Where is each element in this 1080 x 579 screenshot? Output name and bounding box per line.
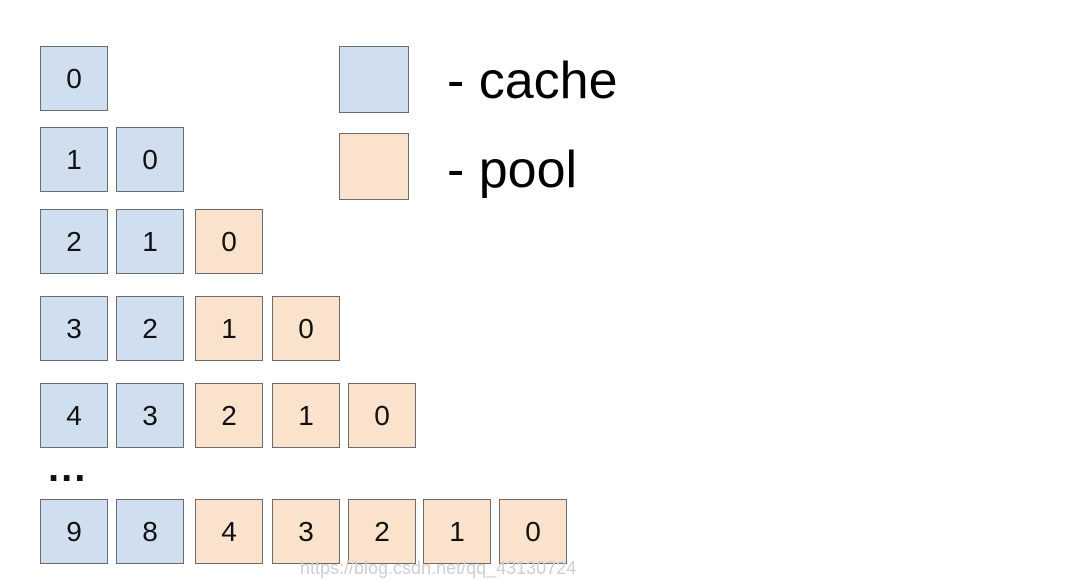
- cell-pool: 4: [195, 499, 263, 564]
- cell-pool: 0: [499, 499, 567, 564]
- cell-pool: 2: [348, 499, 416, 564]
- legend-cache-swatch: [339, 46, 409, 113]
- cell-pool: 1: [423, 499, 491, 564]
- cell-pool: 0: [272, 296, 340, 361]
- legend-pool-swatch: [339, 133, 409, 200]
- cell-cache: 3: [116, 383, 184, 448]
- cell-pool: 1: [272, 383, 340, 448]
- cell-cache: 0: [40, 46, 108, 111]
- cell-pool: 1: [195, 296, 263, 361]
- cell-pool: 2: [195, 383, 263, 448]
- legend-cache-label: - cache: [447, 52, 618, 110]
- ellipsis: ...: [48, 446, 88, 490]
- cell-pool: 3: [272, 499, 340, 564]
- cell-cache: 1: [40, 127, 108, 192]
- legend-pool-label: - pool: [447, 141, 578, 199]
- cell-cache: 0: [116, 127, 184, 192]
- cell-cache: 2: [116, 296, 184, 361]
- cell-cache: 1: [116, 209, 184, 274]
- cell-cache: 2: [40, 209, 108, 274]
- cell-cache: 3: [40, 296, 108, 361]
- cell-pool: 0: [195, 209, 263, 274]
- cell-cache: 4: [40, 383, 108, 448]
- cell-cache: 8: [116, 499, 184, 564]
- cell-pool: 0: [348, 383, 416, 448]
- cell-cache: 9: [40, 499, 108, 564]
- watermark: https://blog.csdn.net/qq_43130724: [300, 558, 577, 578]
